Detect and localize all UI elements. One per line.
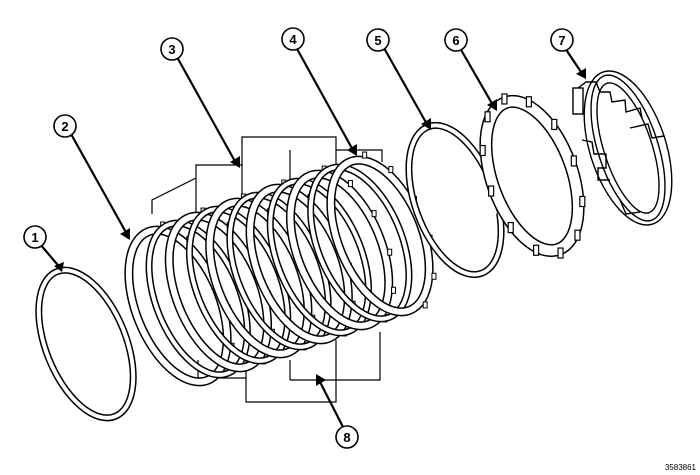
callout-5: 5	[366, 28, 390, 52]
plate-pin	[525, 96, 532, 108]
snap-ring	[35, 266, 137, 422]
clutch-disc	[285, 165, 397, 331]
svg-text:6: 6	[452, 33, 459, 48]
plate-pin	[501, 93, 508, 105]
callout-2: 2	[53, 114, 77, 138]
svg-text:8: 8	[343, 430, 350, 445]
svg-text:3: 3	[168, 42, 175, 57]
svg-text:7: 7	[558, 33, 565, 48]
plate-pin	[551, 118, 558, 131]
plate-pin	[570, 155, 577, 167]
svg-text:5: 5	[374, 33, 381, 48]
clutch-hub	[572, 70, 673, 226]
callout-7: 7	[550, 28, 574, 52]
callout-6: 6	[444, 28, 468, 52]
plate-pin	[574, 229, 581, 241]
pressure-plate	[479, 93, 586, 259]
steel-plate	[266, 177, 373, 337]
plate-pin	[533, 244, 540, 256]
figure-id: 3583861	[664, 463, 696, 472]
callout-3: 3	[160, 37, 184, 61]
arrowheads	[54, 68, 586, 386]
callout-4: 4	[281, 27, 305, 51]
steel-plate	[307, 163, 413, 323]
leader-lines	[39, 46, 584, 430]
clutch-pack	[124, 151, 437, 387]
plate-pin	[579, 195, 586, 208]
plate-pin	[557, 247, 564, 259]
plate-pin	[507, 221, 514, 234]
plate-pin	[479, 144, 486, 157]
callout-8: 8	[335, 425, 359, 449]
plate-pin	[488, 185, 495, 197]
svg-text:2: 2	[61, 119, 68, 134]
plate-pin	[484, 111, 491, 123]
callout-1: 1	[23, 225, 47, 249]
svg-text:4: 4	[289, 32, 297, 47]
svg-text:1: 1	[31, 230, 38, 245]
